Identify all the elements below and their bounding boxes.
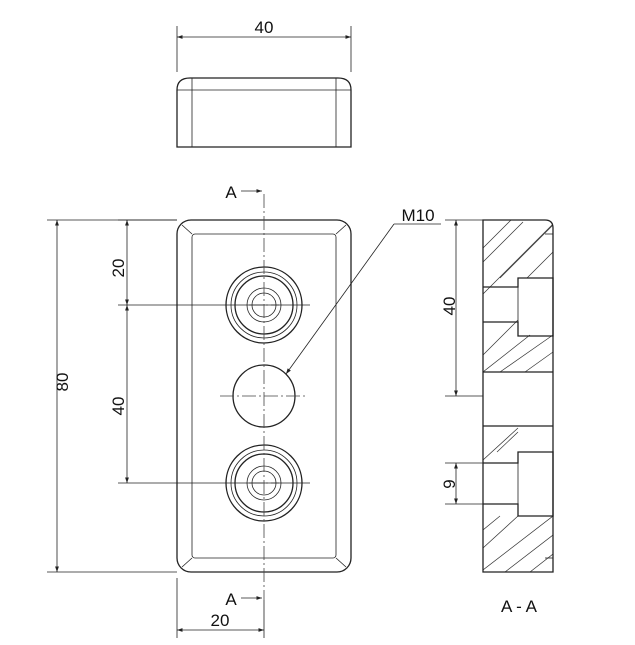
section-marker-bottom: A <box>225 590 237 609</box>
section-marker-top: A <box>225 183 237 202</box>
dim-height-total: 80 <box>53 373 72 392</box>
top-view <box>176 26 352 148</box>
section-label: A - A <box>501 597 538 616</box>
dim-hole-top-offset: 20 <box>109 259 128 278</box>
dim-top-width: 40 <box>255 18 274 37</box>
section-view <box>445 219 554 573</box>
front-view <box>47 189 441 638</box>
dim-hole-spacing: 40 <box>109 397 128 416</box>
dim-bottom-width: 20 <box>211 611 230 630</box>
hatch-lower <box>483 427 553 572</box>
dim-counterbore-depth: 9 <box>440 479 459 488</box>
thread-label: M10 <box>401 206 434 225</box>
dim-section-spacing: 40 <box>440 297 459 316</box>
hatch-upper <box>483 220 553 373</box>
